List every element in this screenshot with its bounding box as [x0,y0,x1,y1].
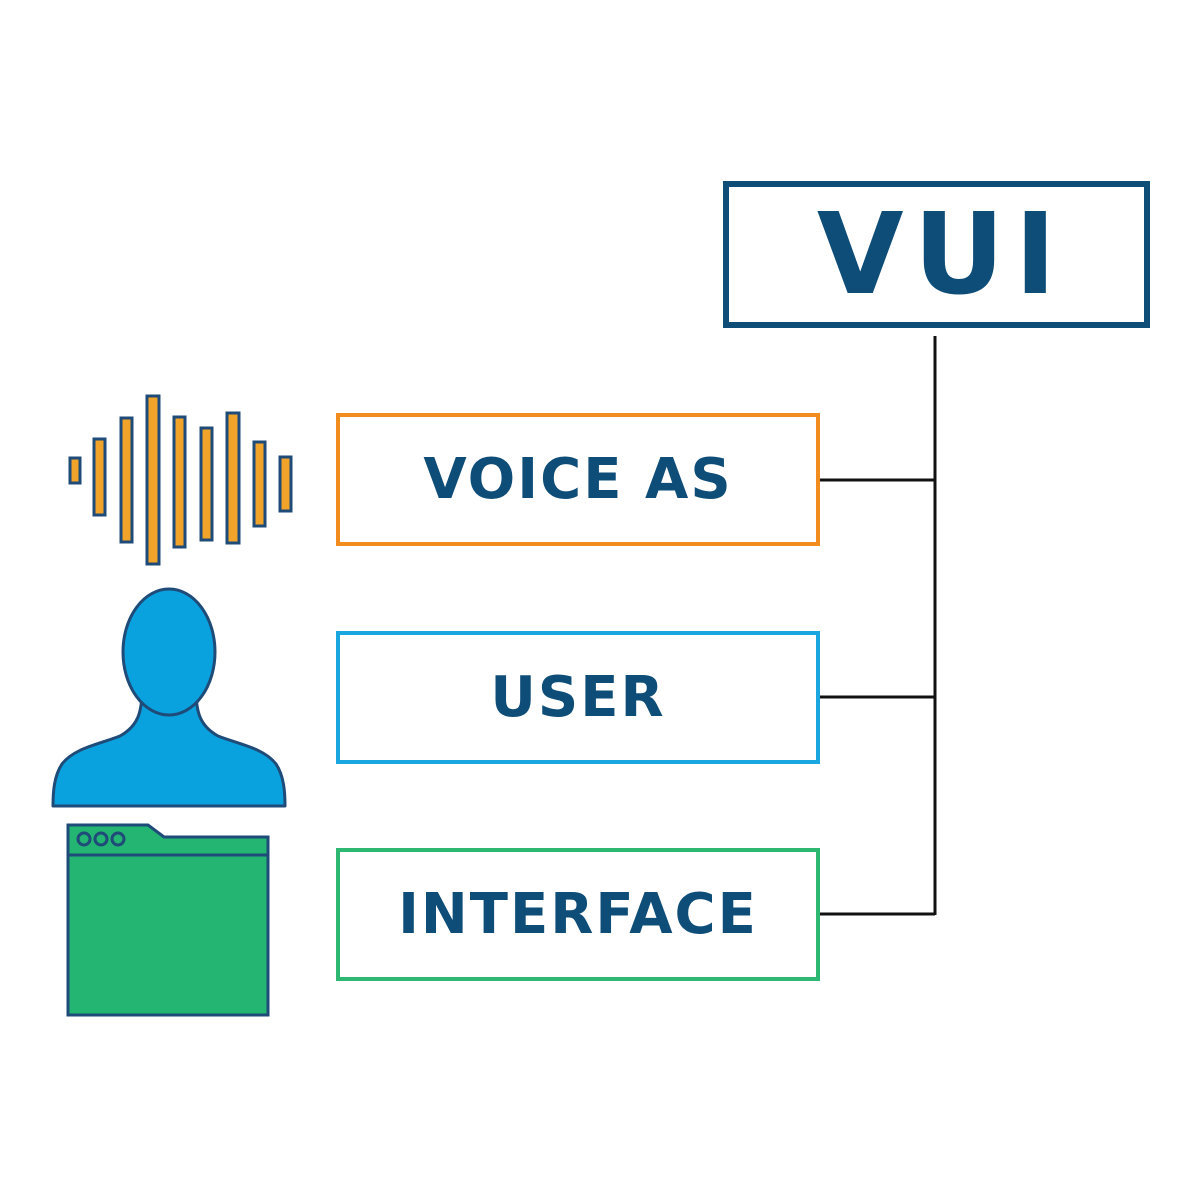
term-box-user: USER [336,631,820,764]
window-body [66,823,270,1017]
term-label-interface: INTERFACE [398,881,758,947]
title-box: VUI [723,181,1150,328]
term-label-voice: VOICE AS [423,446,733,512]
window-dot [110,831,126,847]
sound-wave-icon [68,394,293,566]
window-dot [76,831,92,847]
term-box-voice: VOICE AS [336,413,820,546]
person-icon [51,587,287,808]
window-dot [93,831,109,847]
wave-bar [119,416,134,544]
wave-bar [92,437,107,517]
term-box-interface: INTERFACE [336,848,820,981]
wave-bar [145,394,161,566]
browser-window-icon [66,823,270,1017]
wave-bar [199,426,214,542]
wave-bar [252,440,267,528]
wave-bar [172,415,187,549]
term-label-user: USER [490,664,666,730]
person-head [121,587,217,717]
connector-lines [820,336,937,916]
wave-bar [68,456,82,485]
wave-bar [278,455,293,513]
title-text: VUI [816,189,1067,320]
person-body [51,688,287,808]
wave-bar [225,411,241,545]
